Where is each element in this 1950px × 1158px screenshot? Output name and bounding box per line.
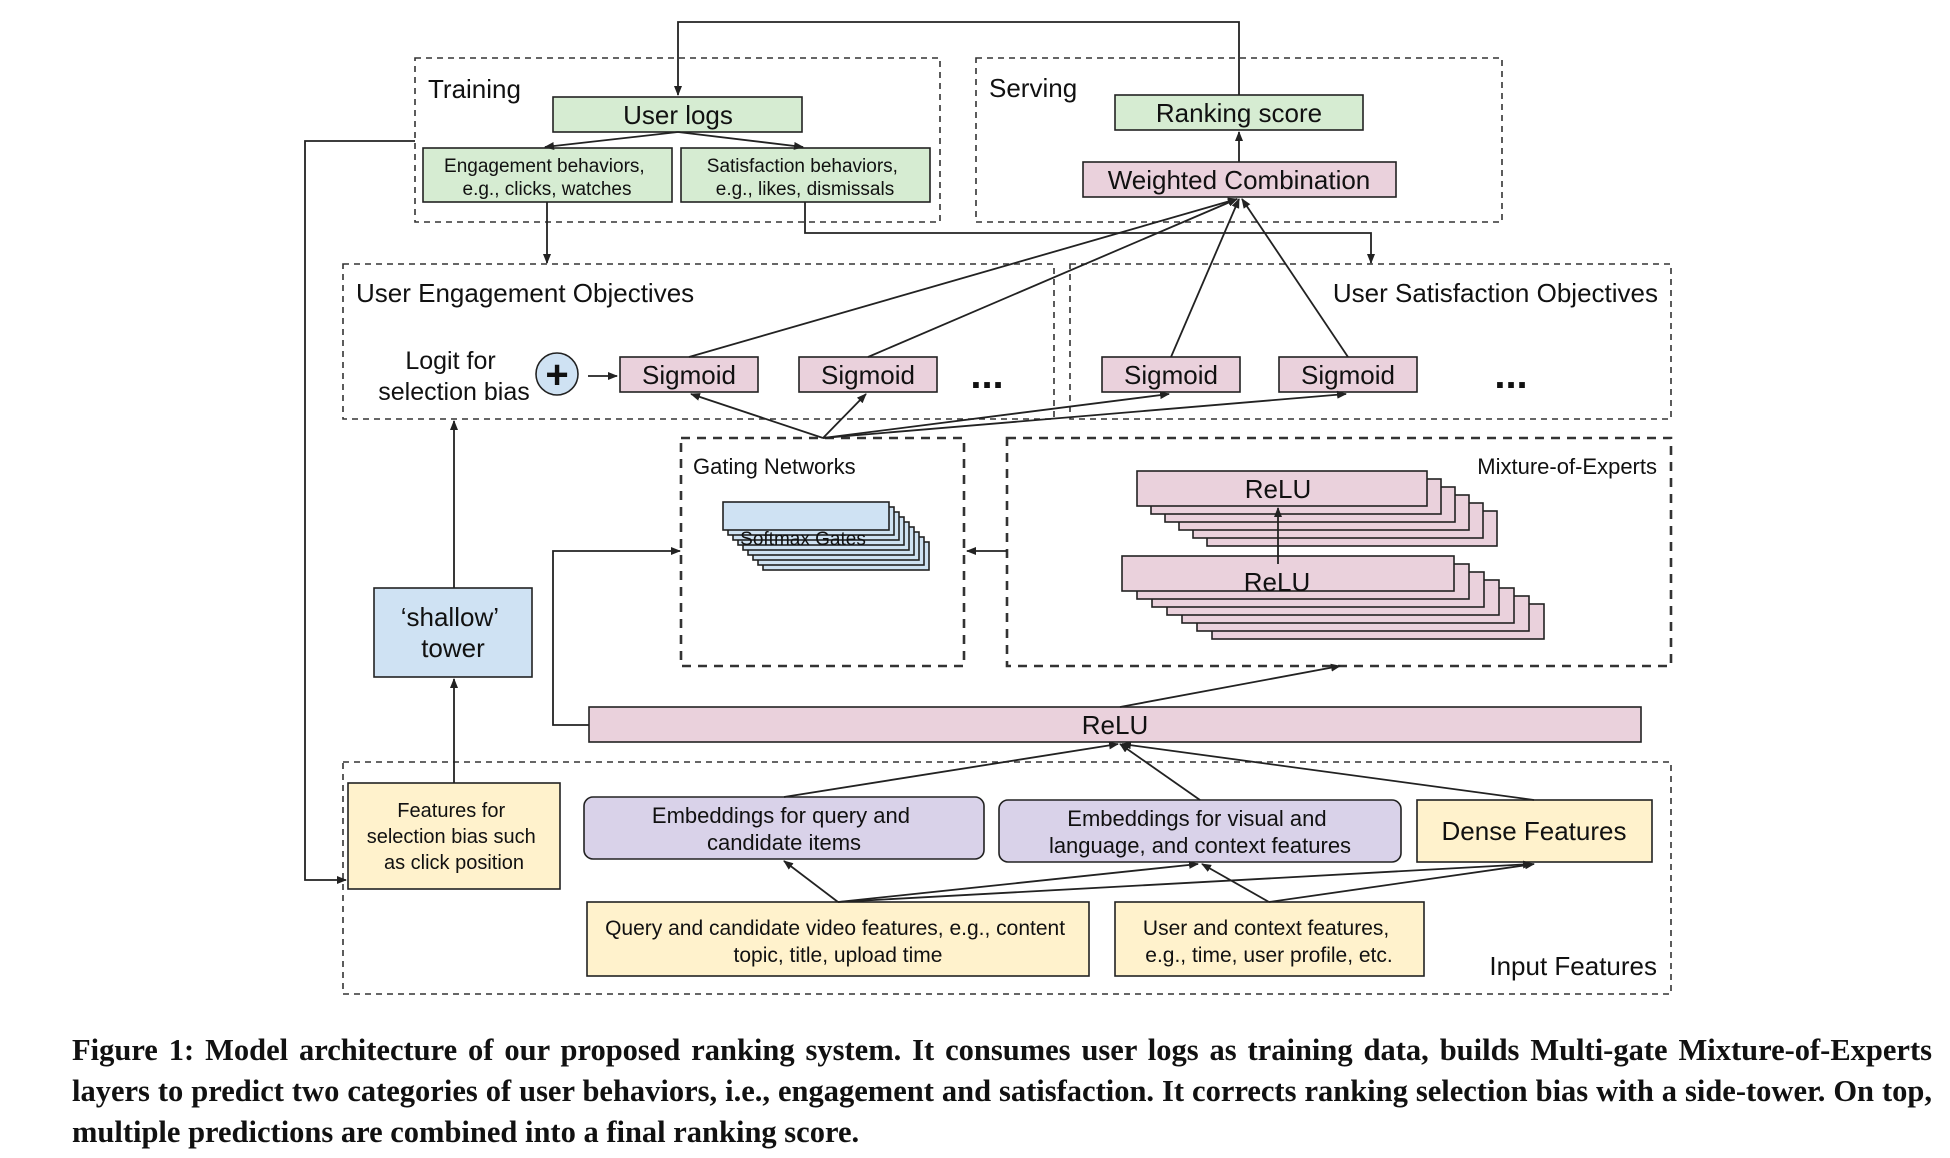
mixture-of-experts-title: Mixture-of-Experts <box>1477 454 1657 479</box>
plus-icon: + <box>545 353 568 397</box>
training-title: Training <box>428 74 521 104</box>
input-features-title: Input Features <box>1489 951 1657 981</box>
serving-panel <box>975 57 1503 223</box>
weighted-combination-label: Weighted Combination <box>1108 165 1371 195</box>
engagement-objectives-title: User Engagement Objectives <box>356 278 694 308</box>
softmax-gates-label: Softmax Gates <box>740 529 866 550</box>
satisfaction-behaviors-label: Satisfaction behaviors, e.g., likes, dis… <box>707 156 903 200</box>
experts-bottom-stack <box>1121 555 1545 640</box>
serving-title: Serving <box>989 73 1077 103</box>
satisfaction-objectives-panel <box>1069 263 1672 420</box>
engagement-sigmoid-1-label: Sigmoid <box>642 360 736 390</box>
shallow-tower-label: ‘shallow’ tower <box>401 602 506 663</box>
engagement-sigmoid-1 <box>619 356 759 393</box>
satisfaction-sigmoid-2-label: Sigmoid <box>1301 360 1395 390</box>
dense-features-label: Dense Features <box>1442 816 1627 846</box>
satisfaction-sigmoid-1-label: Sigmoid <box>1124 360 1218 390</box>
weighted-combination-box <box>1082 161 1397 198</box>
user-logs-label: User logs <box>623 100 733 130</box>
satisfaction-ellipsis: ... <box>1494 353 1527 397</box>
shallow-tower-box <box>373 587 533 678</box>
satisfaction-sigmoid-1 <box>1101 356 1241 393</box>
engagement-sigmoid-2-label: Sigmoid <box>821 360 915 390</box>
query-embeddings-label: Embeddings for query and candidate items <box>652 803 916 855</box>
shared-relu-box <box>588 706 1642 743</box>
experts-top-stack <box>1136 470 1498 547</box>
engagement-ellipsis: ... <box>970 353 1003 397</box>
softmax-gates-stack <box>722 501 930 571</box>
engagement-behaviors-label: Engagement behaviors, e.g., clicks, watc… <box>444 156 650 200</box>
shared-relu-label: ReLU <box>1082 710 1148 740</box>
training-panel <box>414 57 941 223</box>
connectors <box>304 21 1535 903</box>
video-features-label: Query and candidate video features, e.g.… <box>605 917 1071 967</box>
user-context-features-label: User and context features, e.g., time, u… <box>1143 917 1395 967</box>
ranking-score-label: Ranking score <box>1156 98 1322 128</box>
plus-node <box>535 352 579 396</box>
expert-relu-bottom-label: ReLU <box>1244 567 1310 597</box>
engagement-objectives-panel <box>342 263 1055 420</box>
user-context-features-box <box>1114 901 1425 977</box>
expert-relu-top-label: ReLU <box>1245 474 1311 504</box>
satisfaction-objectives-title: User Satisfaction Objectives <box>1333 278 1658 308</box>
gating-networks-title: Gating Networks <box>693 454 856 479</box>
logit-label: Logit for selection bias <box>378 347 529 406</box>
selection-bias-features-box <box>347 782 561 890</box>
visual-embeddings-label: Embeddings for visual and language, and … <box>1049 806 1351 858</box>
dense-features-box <box>1416 799 1653 863</box>
user-logs-box <box>552 96 803 133</box>
selection-bias-features-label: Features for selection bias such as clic… <box>367 800 542 874</box>
figure-caption: Figure 1: Model architecture of our prop… <box>72 1033 1932 1149</box>
